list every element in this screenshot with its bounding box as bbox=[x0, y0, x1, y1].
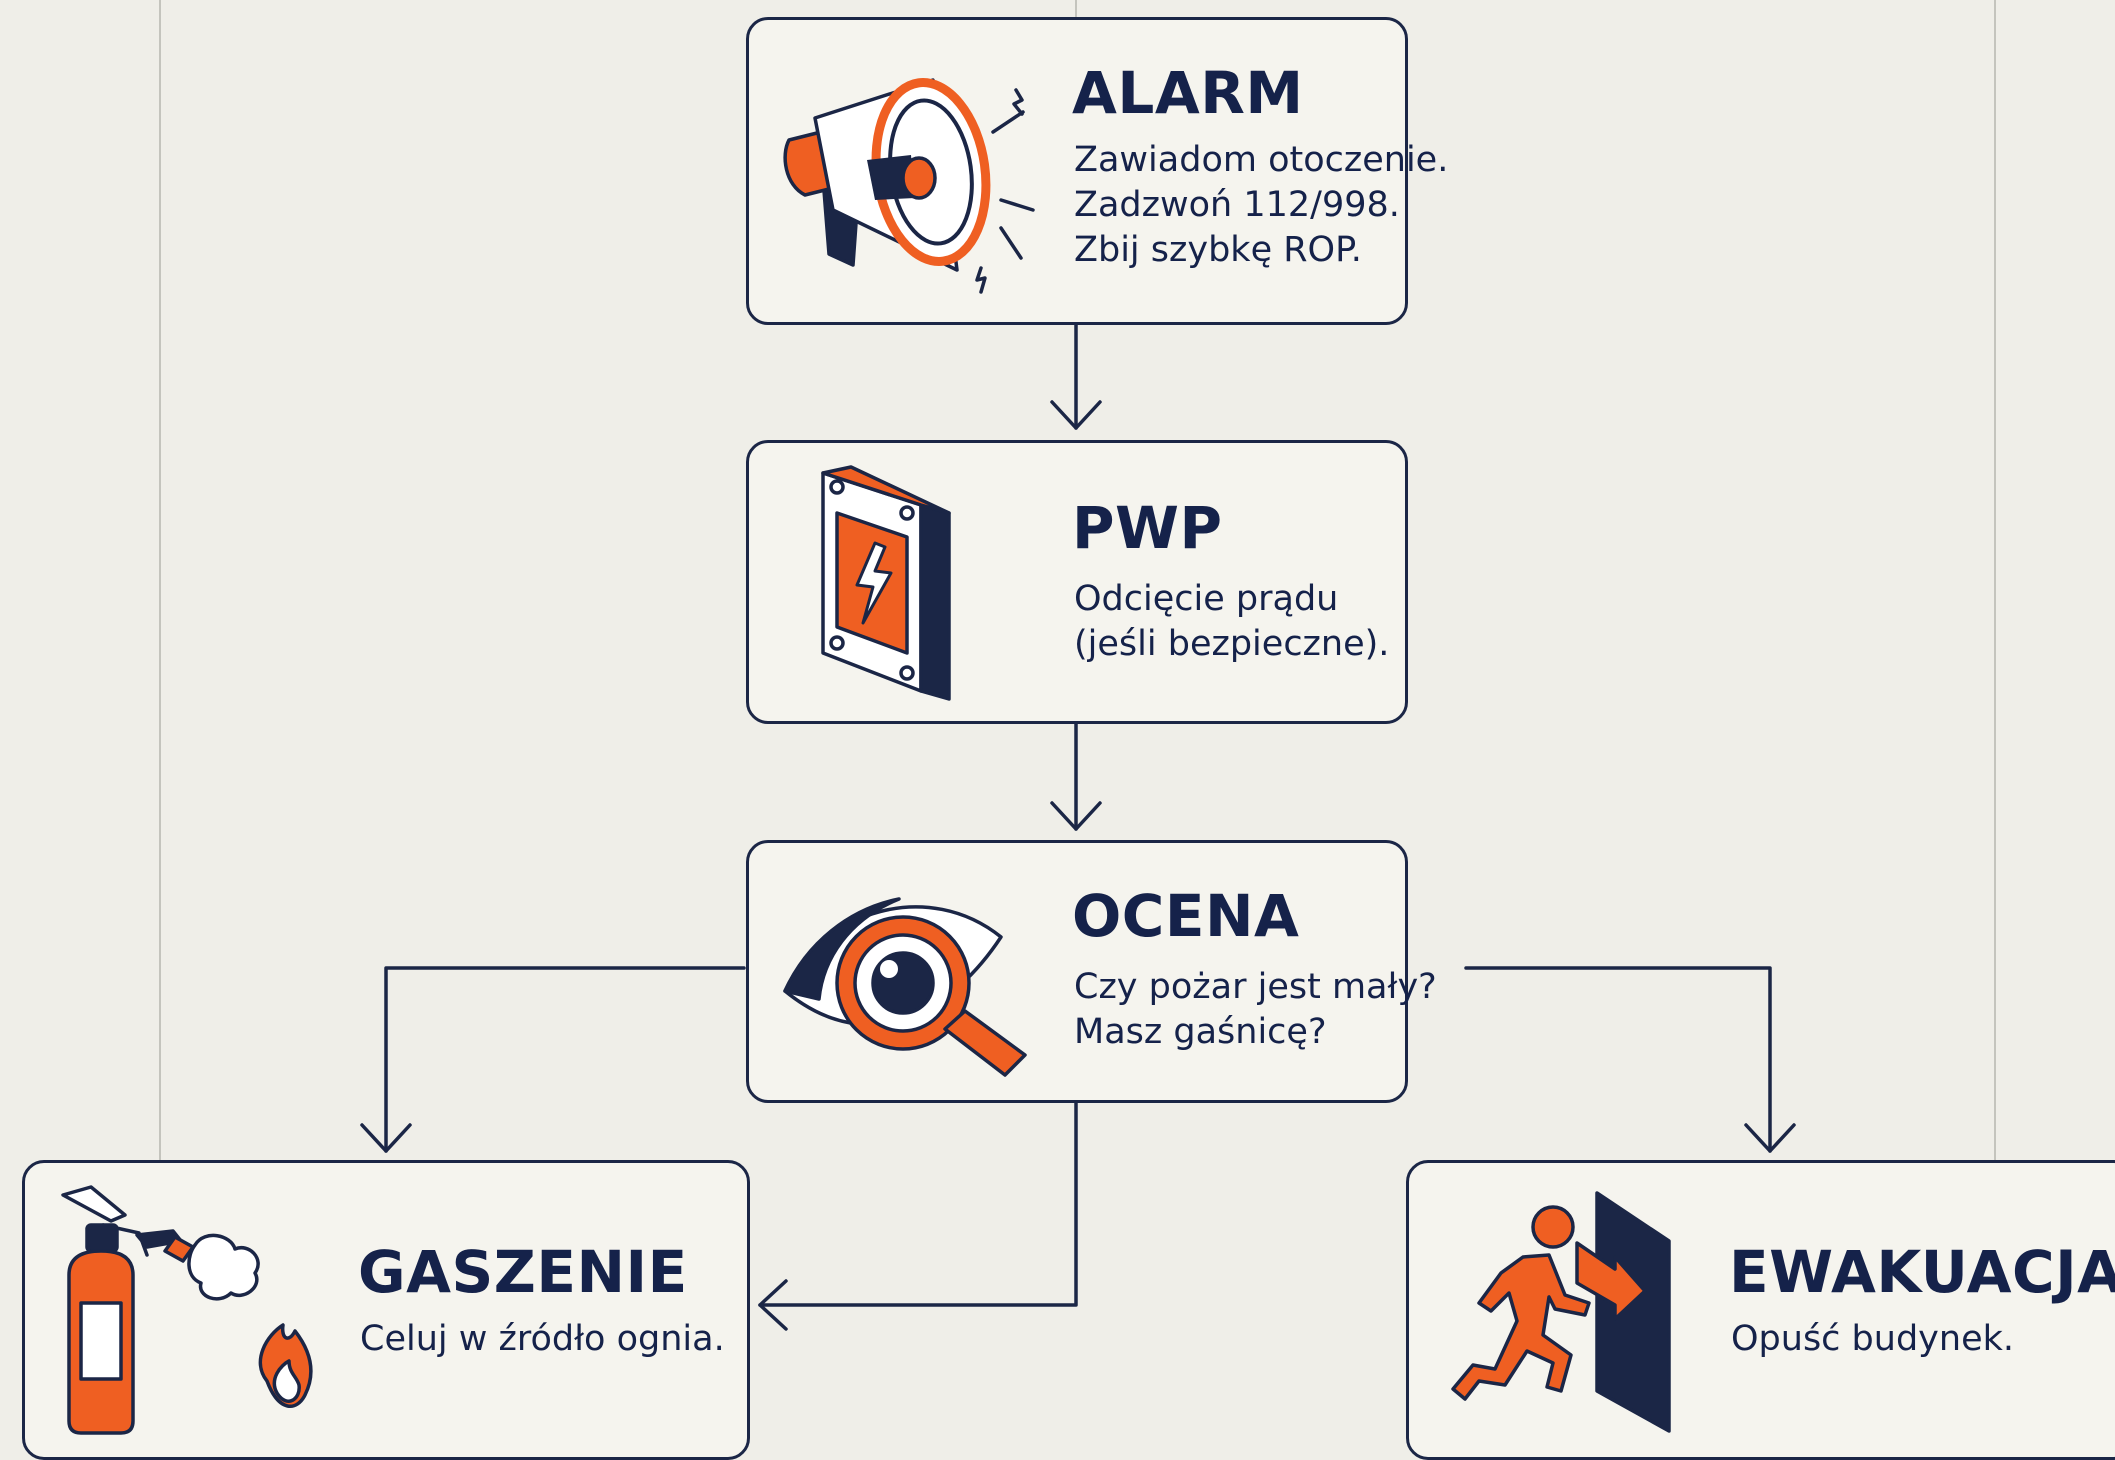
connector-ocena-gaszenie-side bbox=[758, 1101, 1078, 1307]
node-description: Odcięcie prądu (jeśli bezpieczne). bbox=[1074, 577, 1389, 667]
node-description: Celuj w źródło ognia. bbox=[360, 1317, 725, 1362]
power-switch-icon bbox=[821, 465, 951, 701]
arrowhead-gaszenie-side bbox=[758, 1279, 788, 1331]
running-exit-icon bbox=[1451, 1191, 1671, 1433]
node-ewakuacja: EWAKUACJA Opuść budynek. bbox=[1406, 1160, 2115, 1460]
arrowhead-pwp bbox=[1050, 400, 1102, 430]
node-description: Opuść budynek. bbox=[1731, 1317, 2014, 1362]
connector-ocena-gaszenie bbox=[384, 966, 746, 1153]
text-line: Opuść budynek. bbox=[1731, 1319, 2014, 1359]
text-line: Masz gaśnicę? bbox=[1074, 1012, 1327, 1052]
text-line: Celuj w źródło ognia. bbox=[360, 1319, 725, 1359]
arrowhead-gaszenie-top bbox=[360, 1123, 412, 1153]
node-description: Czy pożar jest mały? Masz gaśnicę? bbox=[1074, 965, 1437, 1055]
arrowhead-ocena bbox=[1050, 801, 1102, 831]
arrowhead-ewakuacja bbox=[1744, 1123, 1796, 1153]
text-line: Odcięcie prądu bbox=[1074, 579, 1339, 619]
text-line: Zbij szybkę ROP. bbox=[1074, 230, 1362, 270]
node-title: PWP bbox=[1072, 494, 1223, 562]
connector-ocena-ewakuacja bbox=[1464, 966, 1772, 1153]
node-ocena: OCENA Czy pożar jest mały? Masz gaśnicę? bbox=[746, 840, 1437, 1103]
node-pwp: PWP Odcięcie prądu (jeśli bezpieczne). bbox=[746, 440, 1408, 724]
node-gaszenie: GASZENIE Celuj w źródło ognia. bbox=[22, 1160, 750, 1460]
text-line: Zawiadom otoczenie. bbox=[1074, 140, 1449, 180]
megaphone-icon bbox=[783, 78, 1035, 294]
text-line: Czy pożar jest mały? bbox=[1074, 967, 1437, 1007]
node-title: EWAKUACJA bbox=[1729, 1238, 2115, 1306]
node-title: ALARM bbox=[1072, 59, 1304, 127]
node-title: OCENA bbox=[1072, 882, 1300, 950]
node-alarm: ALARM Zawiadom otoczenie. Zadzwoń 112/99… bbox=[746, 17, 1448, 325]
eye-magnifier-icon bbox=[783, 897, 1027, 1077]
text-line: (jeśli bezpieczne). bbox=[1074, 624, 1390, 664]
text-line: Zadzwoń 112/998. bbox=[1074, 185, 1400, 225]
node-title: GASZENIE bbox=[358, 1238, 688, 1306]
fire-extinguisher-icon bbox=[61, 1185, 313, 1435]
node-description: Zawiadom otoczenie. Zadzwoń 112/998. Zbi… bbox=[1074, 138, 1448, 273]
